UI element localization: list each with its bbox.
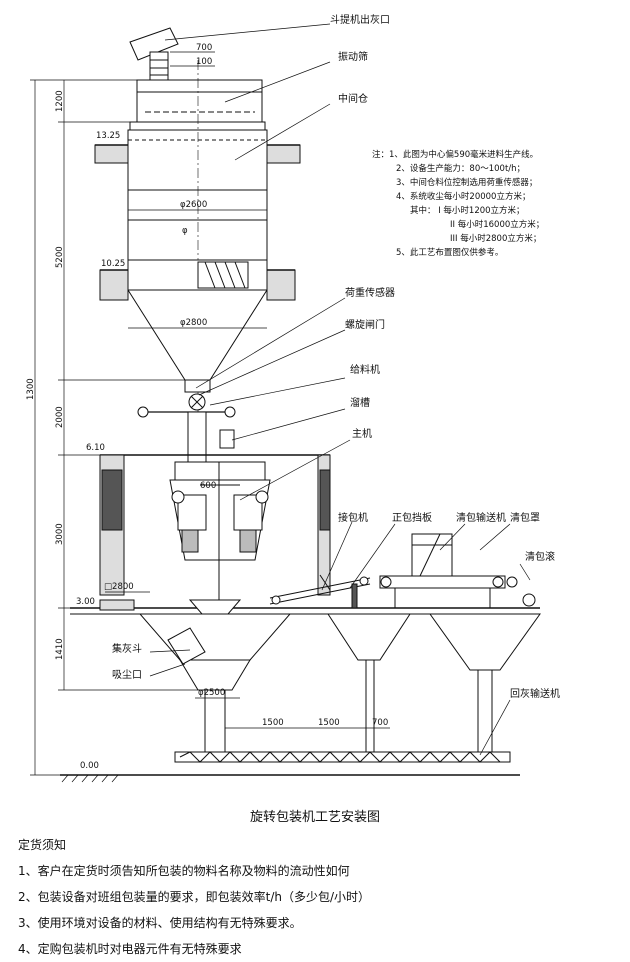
dim-sq2800: □2800 (104, 582, 134, 592)
order-requirements: 定货须知 1、客户在定货时须告知所包装的物料名称及物料的流动性如何 2、包装设备… (18, 832, 618, 962)
label-dust-suction: 吸尘口 (112, 669, 142, 681)
bag-receiver (269, 574, 371, 609)
elevator-outlet (129, 27, 179, 81)
intermediate-bin (127, 60, 268, 470)
ground-line (60, 774, 520, 783)
label-vibrating-screen: 振动筛 (338, 50, 368, 63)
label-load-cell: 荷重传感器 (345, 286, 395, 299)
label-bag-guide: 正包挡板 (392, 511, 432, 524)
installation-drawing: 斗提机出灰口 振动筛 中间仓 荷重传感器 螺旋闸门 给料机 溜槽 主机 接包机 … (26, 13, 560, 783)
dim-phi2500: φ2500 (198, 688, 225, 698)
vertical-dimensions (30, 79, 198, 776)
dim-5200: 5200 (55, 246, 65, 268)
label-bag-receiver: 接包机 (338, 511, 368, 524)
note-line: III 每小时2800立方米； (450, 233, 541, 244)
note-line: 5、此工艺布置图仅供参考。 (396, 247, 503, 258)
dim-1500a: 1500 (262, 718, 284, 728)
dim-3000: 3000 (55, 523, 65, 545)
floor-3-00 (70, 599, 540, 615)
platform-13-25 (94, 144, 301, 164)
requirement-item: 2、包装设备对班组包装量的要求，即包装效率t/h（多少包/小时） (18, 890, 371, 904)
bag-clean-roller (506, 576, 536, 607)
note-line: 2、设备生产能力：80～100t/h； (396, 163, 525, 174)
elevation-0-00: 0.00 (80, 761, 99, 771)
platform-10-25 (99, 269, 296, 301)
note-line: 4、系统收尘每小时20000立方米； (396, 191, 530, 202)
label-main-machine: 主机 (352, 427, 372, 440)
note-line: 3、中间仓料位控制选用荷重传感器； (396, 177, 537, 188)
dim-1300: 1300 (26, 378, 36, 400)
drawing-caption: 旋转包装机工艺安装图 (249, 810, 380, 825)
label-chute: 溜槽 (350, 396, 370, 409)
note-line: 其中： I 每小时1200立方米； (410, 205, 525, 216)
dust-hopper (138, 599, 292, 760)
dim-1410: 1410 (55, 638, 65, 660)
elevation-13-25: 13.25 (96, 131, 120, 141)
requirement-item: 1、客户在定货时须告知所包装的物料名称及物料的流动性如何 (18, 864, 350, 878)
requirement-item: 3、使用环境对设备的材料、使用结构有无特殊要求。 (18, 916, 302, 930)
vibrating-screen (136, 79, 263, 123)
leader-lines (149, 23, 531, 756)
support-hoppers (327, 613, 541, 760)
dim-2000: 2000 (55, 406, 65, 428)
dim-600: 600 (200, 481, 216, 491)
label-bag-clean-conveyor: 清包输送机 (456, 511, 506, 524)
elevation-6-10: 6.10 (86, 443, 105, 453)
bag-clean-conveyor (379, 533, 506, 608)
label-intermediate-bin: 中间仓 (338, 92, 368, 105)
dim-phi2800: φ2800 (180, 318, 207, 328)
screw-gate-feeder (137, 379, 236, 463)
horizontal-dimensions (105, 51, 390, 729)
note-line: II 每小时16000立方米； (450, 219, 544, 230)
dim-phi2600: φ2600 (180, 200, 207, 210)
dim-1500b: 1500 (318, 718, 340, 728)
main-machine (99, 454, 331, 600)
elevation-3-00: 3.00 (76, 597, 95, 607)
label-screw-gate: 螺旋闸门 (345, 318, 385, 331)
label-dust-hopper: 集灰斗 (112, 642, 142, 655)
requirements-heading: 定货须知 (18, 838, 67, 852)
elevation-10-25: 10.25 (101, 259, 125, 269)
requirement-item: 4、定购包装机时对电器元件有无特殊要求 (18, 942, 242, 956)
label-elevator-outlet: 斗提机出灰口 (330, 13, 390, 26)
dim-100: 100 (196, 57, 212, 67)
label-bag-clean-hood: 清包罩 (510, 511, 540, 524)
label-bag-clean-roller: 清包滚 (525, 550, 555, 563)
notes-block: 注：1、此图为中心偏590毫米进料生产线。 2、设备生产能力：80～100t/h… (372, 149, 544, 258)
dim-700-bottom: 700 (372, 718, 388, 728)
label-feeder: 给料机 (350, 363, 380, 376)
return-conveyor (174, 751, 511, 763)
dim-phi: φ (182, 226, 188, 236)
dim-1200: 1200 (55, 90, 65, 112)
note-line: 注：1、此图为中心偏590毫米进料生产线。 (372, 149, 538, 160)
dim-700-top: 700 (196, 43, 212, 53)
label-return-conveyor: 回灰输送机 (510, 687, 560, 700)
